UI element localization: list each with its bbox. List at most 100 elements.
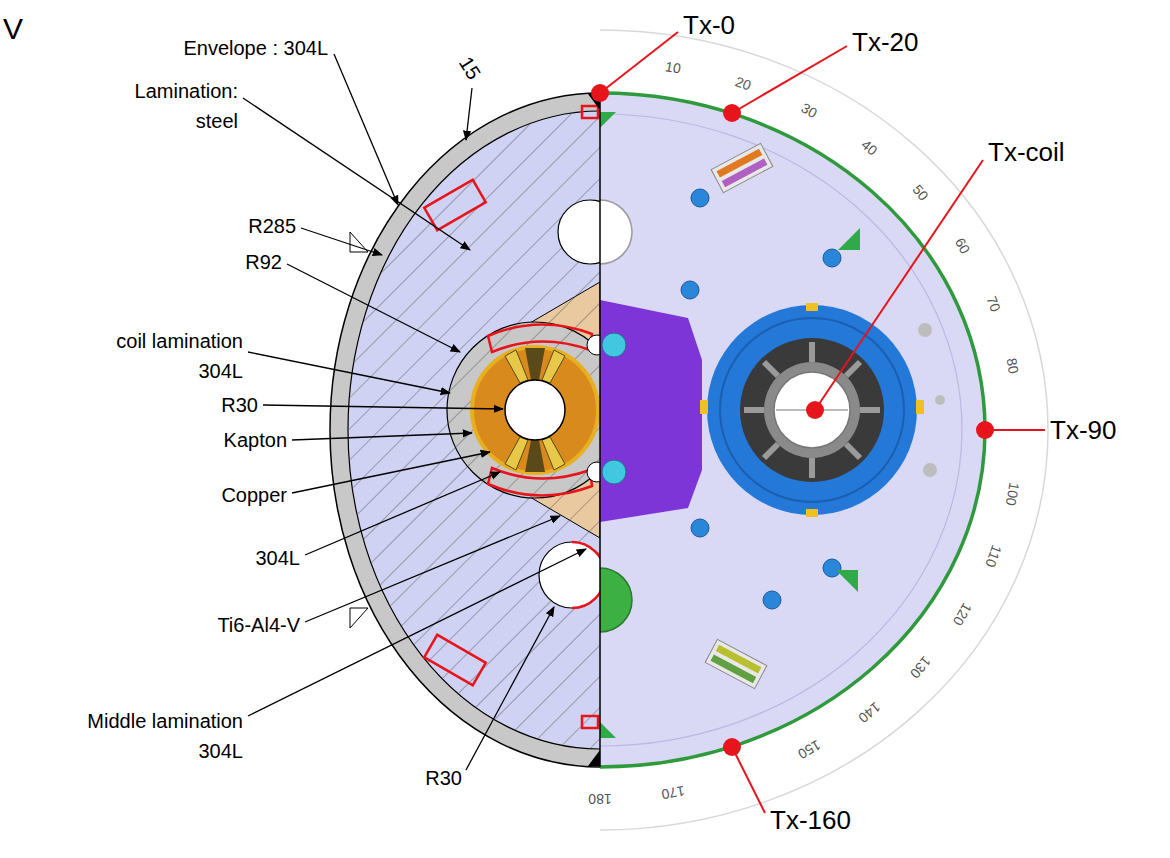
render-half-part-part — [923, 463, 937, 477]
sensor-callouts — [600, 32, 1045, 813]
leader-lines-part — [292, 433, 472, 440]
drawing-half-part — [350, 608, 368, 628]
drawing-half-part — [472, 347, 598, 473]
scale-number: 110 — [982, 543, 1004, 569]
render-half-part — [600, 114, 962, 746]
render-half-part — [744, 342, 880, 478]
part-label: Envelope : 304L — [183, 33, 328, 63]
drawing-half-part — [447, 322, 600, 498]
render-half-part — [705, 639, 767, 688]
render-half-part-part — [823, 249, 841, 267]
sensor-dots-part — [723, 738, 741, 756]
render-half-part — [600, 200, 632, 264]
scale-number: 130 — [907, 653, 934, 681]
sensor-label: Tx-20 — [852, 23, 918, 62]
scale-number: 180 — [588, 790, 611, 805]
scale-number: 50 — [909, 183, 931, 205]
render-half-part-part — [846, 444, 860, 458]
sensor-dots — [591, 84, 994, 756]
render-half-part-part — [846, 362, 860, 376]
dimension-label: R30 — [425, 763, 462, 793]
drawing-half-part — [505, 437, 528, 470]
dimension-label: R92 — [245, 247, 282, 277]
scale-number: 170 — [660, 783, 686, 802]
render-half-part-part — [711, 143, 773, 192]
sensor-label: Tx-160 — [770, 801, 851, 840]
render-half-part — [600, 722, 616, 738]
scale-number: 70 — [983, 294, 1003, 314]
render-half-part-part — [691, 189, 709, 207]
sensor-dots-part — [976, 421, 994, 439]
drawing-half-part — [348, 111, 600, 749]
scale-number: 30 — [798, 101, 819, 122]
render-half-part-part — [860, 407, 880, 413]
render-half-part-part — [711, 654, 757, 683]
drawing-half-part — [424, 180, 485, 231]
sensor-label: Tx-coil — [988, 133, 1065, 172]
render-half — [600, 30, 1048, 830]
render-half-part-part — [935, 395, 945, 405]
scale-number: 40 — [858, 137, 880, 159]
render-half-part — [774, 372, 850, 448]
render-half-part — [740, 338, 884, 482]
render-half-part-part — [722, 158, 768, 187]
render-half-part-part — [764, 362, 778, 376]
render-half-part — [711, 143, 773, 192]
sensor-dots-part — [591, 84, 609, 102]
render-half-part — [600, 112, 616, 128]
render-half-part-part — [806, 303, 818, 311]
drawing-half-part — [587, 462, 600, 482]
sensor-dots-part — [723, 104, 741, 122]
part-label: Lamination: steel — [113, 76, 238, 136]
scale-number: 80 — [1003, 357, 1021, 375]
part-label: Middle lamination 304L — [68, 706, 243, 766]
drawing-half — [330, 93, 600, 767]
scale-number: 120 — [949, 600, 974, 628]
dimension-label: 15 — [455, 53, 485, 84]
scale-number: 20 — [733, 74, 753, 94]
drawing-half-part — [525, 348, 545, 380]
render-half-part — [707, 305, 917, 515]
leader-lines-part — [466, 607, 554, 770]
leader-lines-part — [305, 516, 560, 622]
leader-lines-part — [466, 88, 472, 140]
drawing-half-part — [424, 635, 485, 686]
leader-lines-part — [287, 264, 460, 352]
render-half-part-part — [809, 342, 815, 362]
render-half-part — [720, 318, 904, 502]
dimension-label: R285 — [248, 211, 296, 241]
part-label: Kapton — [224, 425, 287, 455]
leader-lines — [243, 54, 586, 770]
render-half-part-part — [691, 519, 709, 537]
drawing-half-part — [587, 335, 600, 355]
render-half-part — [600, 93, 985, 767]
render-half-part — [918, 323, 945, 477]
drawing-half-part — [348, 111, 600, 749]
scale-number: 60 — [951, 235, 972, 256]
leader-lines-part — [243, 98, 470, 250]
render-half-part-part — [681, 281, 699, 299]
drawing-half-part — [539, 542, 600, 608]
sensor-callouts-part — [732, 46, 847, 113]
render-half-part-part — [916, 400, 924, 414]
leader-lines-part — [292, 452, 490, 493]
leader-lines-part — [305, 472, 500, 555]
render-half-part — [764, 362, 860, 458]
render-half-part — [602, 333, 626, 357]
drawing-half-part — [525, 440, 545, 472]
drawing-half-part — [542, 437, 565, 470]
render-half-part-part — [806, 509, 818, 517]
render-half-part-part — [764, 444, 778, 458]
scale-number: 100 — [1002, 481, 1021, 507]
drawing-half-part — [505, 380, 565, 440]
sensor-label: Tx-90 — [1050, 411, 1116, 450]
dimension-label: R30 — [221, 390, 258, 420]
scale-number: 150 — [795, 736, 823, 761]
sensor-label: Tx-0 — [683, 6, 735, 45]
part-label: Copper — [221, 480, 287, 510]
render-half-part — [838, 228, 860, 250]
leader-lines-part — [334, 54, 398, 205]
sensor-callouts-part — [815, 160, 983, 410]
leader-lines-part — [301, 228, 382, 255]
